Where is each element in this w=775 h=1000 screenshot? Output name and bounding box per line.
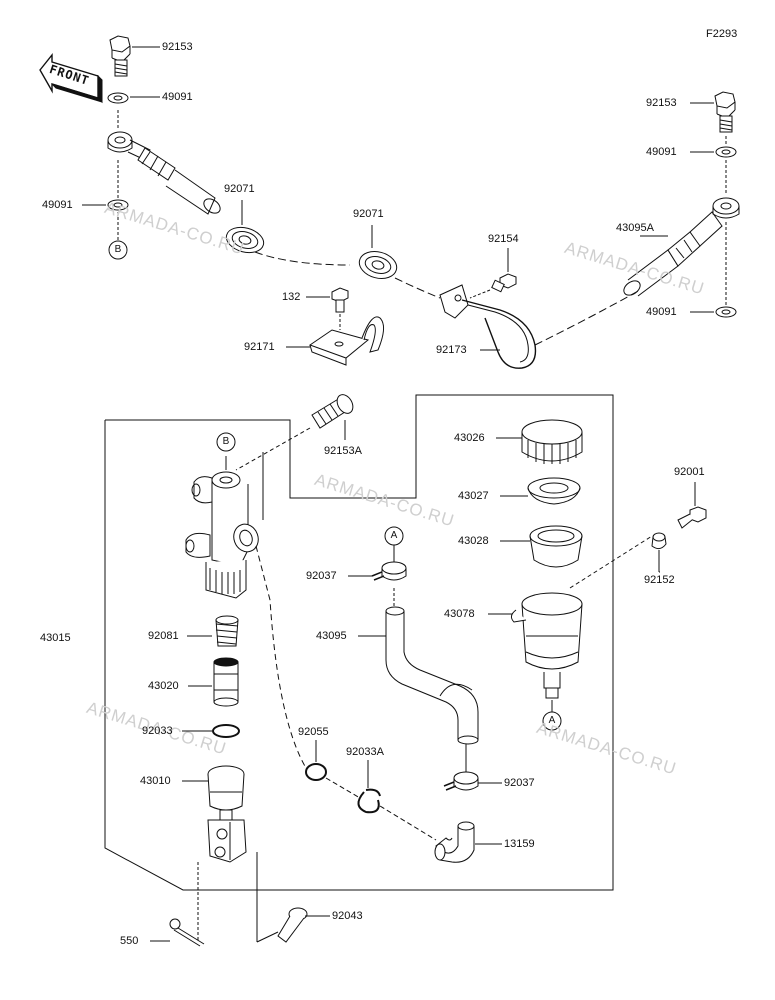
part-label-92152: 92152 (644, 574, 675, 586)
part-label-550: 550 (120, 935, 139, 947)
part-label-92173: 92173 (436, 344, 467, 356)
part-label-92153A: 92153A (324, 445, 362, 457)
bolt-132-icon (331, 287, 349, 313)
part-label-43095A: 43095A (616, 222, 654, 234)
collar-92152-icon (651, 532, 667, 550)
washer-49091-right-lower-icon (715, 306, 737, 318)
master-cylinder-43015-icon (185, 471, 259, 599)
part-label-92153: 92153 (646, 97, 677, 109)
piston-43020-icon (213, 657, 239, 707)
part-label-49091: 49091 (162, 91, 193, 103)
push-rod-43010-icon (207, 765, 247, 863)
part-label-92171: 92171 (244, 341, 275, 353)
front-arrow-icon (39, 53, 103, 104)
bolt-92001-icon (677, 506, 707, 529)
elbow-fitting-13159-icon (434, 821, 475, 863)
bolt-92154-icon (491, 273, 517, 293)
part-label-92154: 92154 (488, 233, 519, 245)
ref-marker-a-hose (384, 526, 404, 546)
pin-92043-icon (277, 907, 308, 943)
ref-marker-b-label: B (222, 436, 230, 447)
clamp-92037-lower-icon (443, 771, 479, 791)
part-label-43095: 43095 (316, 630, 347, 642)
part-label-92001: 92001 (674, 466, 705, 478)
part-label-43026: 43026 (454, 432, 485, 444)
part-label-92043: 92043 (332, 910, 363, 922)
part-label-92055: 92055 (298, 726, 329, 738)
ref-marker-b-top (108, 240, 128, 260)
circlip-92033-icon (212, 724, 240, 738)
bolt-92153A-icon (311, 394, 354, 429)
clamp-92171-icon (308, 316, 384, 366)
bracket-92173-icon (439, 284, 537, 369)
ref-marker-a-reservoir (542, 711, 562, 731)
grommet-92071-left-icon (225, 226, 265, 254)
washer-49091-icon (107, 92, 129, 104)
part-label-43028: 43028 (458, 535, 489, 547)
bolt-92153-right-icon (714, 91, 736, 133)
part-label-92033: 92033 (142, 725, 173, 737)
bolt-92153-left-icon (109, 35, 131, 77)
part-label-132: 132 (282, 291, 301, 303)
hose-43095A-right-end-icon (623, 197, 740, 297)
ref-marker-b-label: B (114, 244, 122, 255)
part-label-92153: 92153 (162, 41, 193, 53)
diaphragm-43028-icon (529, 525, 583, 568)
ref-marker-a-label: A (390, 530, 398, 541)
grommet-92071-center-icon (358, 251, 398, 279)
part-label-43027: 43027 (458, 490, 489, 502)
spring-92081-icon (215, 615, 239, 647)
reservoir-43078-icon (510, 592, 583, 699)
washer-49091-right-upper-icon (715, 146, 737, 158)
part-label-43010: 43010 (140, 775, 171, 787)
part-label-49091: 49091 (646, 306, 677, 318)
part-label-49091: 49091 (646, 146, 677, 158)
part-label-43020: 43020 (148, 680, 179, 692)
ref-marker-b-body (216, 432, 236, 452)
o-ring-92055-icon (305, 763, 327, 781)
part-label-92071: 92071 (224, 183, 255, 195)
ref-marker-a-label: A (548, 715, 556, 726)
clamp-92037-upper-icon (371, 561, 407, 581)
washer-49091-lower-icon (107, 199, 129, 211)
part-label-13159: 13159 (504, 838, 535, 850)
part-label-92071: 92071 (353, 208, 384, 220)
reservoir-cap-43026-icon (521, 419, 583, 464)
circlip-92033A-icon (357, 791, 380, 814)
part-label-92033A: 92033A (346, 746, 384, 758)
hose-43095A-left-end-icon (107, 131, 221, 215)
part-label-92037: 92037 (306, 570, 337, 582)
part-label-92037: 92037 (504, 777, 535, 789)
hose-43095-icon (385, 606, 479, 745)
figure-code: F2293 (706, 28, 738, 40)
part-label-43078: 43078 (444, 608, 475, 620)
part-label-49091: 49091 (42, 199, 73, 211)
part-label-43015: 43015 (40, 632, 71, 644)
cotter-pin-550-icon (169, 918, 205, 947)
part-label-92081: 92081 (148, 630, 179, 642)
plate-43027-icon (527, 477, 581, 505)
